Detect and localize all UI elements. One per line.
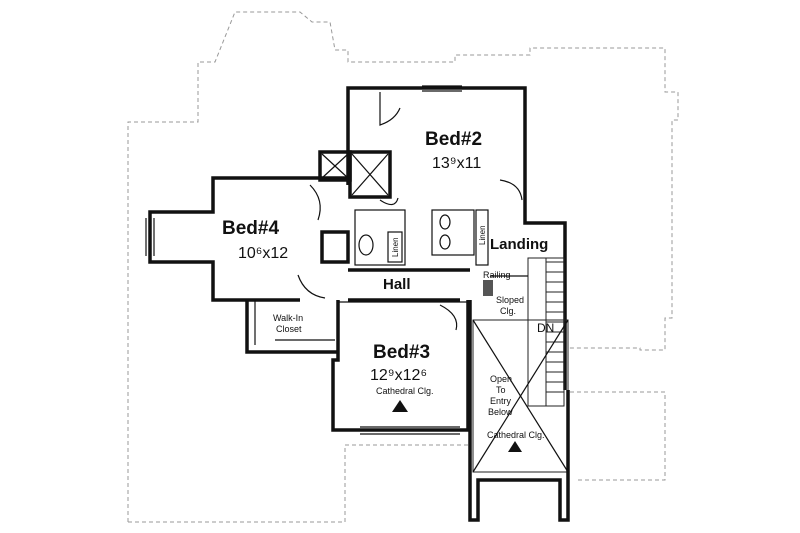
sloped-ceiling-mark [483,280,493,296]
bed3-name: Bed#3 [373,342,430,363]
bath-door[interactable] [379,197,399,206]
bed2-walls [346,86,567,390]
tub-cross-b [351,153,389,196]
bed2-name: Bed#2 [425,129,482,150]
stair-treads [545,258,564,406]
sink-left [439,214,451,230]
toilet [358,234,374,256]
walkin-closet-walls [245,300,338,354]
bed3-walls [331,300,470,432]
bed4-door[interactable] [297,274,326,299]
bed4-closet-door[interactable] [309,184,321,221]
sloped-label-line2: Clg. [500,306,516,316]
bed4-name: Bed#4 [222,218,279,239]
hall-label: Hall [383,276,411,293]
walkin-label-line1: Walk-In [273,313,303,323]
linen-label-2: Linen [478,225,487,245]
walkin-label-line2: Closet [276,324,302,334]
bed3-door[interactable] [439,304,458,331]
roof-outline-right [570,391,666,481]
bed3-ceiling-note: Cathedral Clg. [376,386,434,396]
bed2-size: 13⁹x11 [432,155,481,172]
lower-ceiling-arrow [508,441,522,452]
linen-label-1: Linen [391,237,400,257]
bed4-size: 10⁶x12 [238,245,288,262]
open-label-line2: To [496,385,506,395]
lower-ceiling-label: Cathedral Clg. [487,430,545,440]
roof-outline-bottom [128,444,470,523]
bed3-ceiling-arrow [392,400,408,412]
bed2-closet-door[interactable] [379,92,401,126]
open-label-line3: Entry [490,396,512,406]
bed3-size: 12⁹x12⁶ [370,367,427,384]
double-sink [431,209,475,256]
sloped-label-line1: Sloped [496,295,524,305]
sink-right [439,234,451,250]
linen-closet-1 [387,231,403,263]
open-label-line1: Open [490,374,512,384]
open-diagonal-b [472,319,569,473]
bed2-door[interactable] [499,179,523,201]
landing-label: Landing [490,236,548,253]
open-label-line4: Below [488,407,513,417]
shower-cross-b [321,153,349,179]
lower-bay-walls [468,300,570,522]
bath-room [354,209,406,266]
vanity-box [320,230,350,264]
railing-label: Railing [483,270,511,280]
bed4-walls [148,176,348,302]
stairs-down-label: DN [537,321,554,335]
tub-box [348,150,392,199]
linen-closet-2 [475,209,489,266]
